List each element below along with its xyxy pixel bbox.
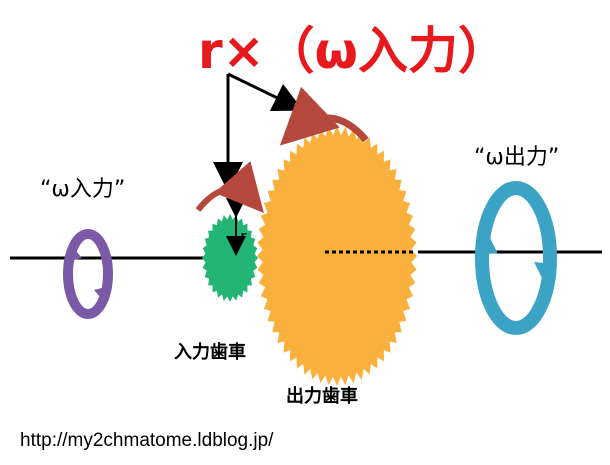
omega-out-label: “ω出力” xyxy=(474,145,559,170)
output-gear xyxy=(257,126,417,386)
source-url: http://my2chmatome.ldblog.jp/ xyxy=(20,430,274,451)
circular-arrow-icon xyxy=(63,229,113,319)
arrow-icon xyxy=(94,286,110,304)
arrow-icon xyxy=(66,244,82,262)
omega-in-rotation xyxy=(63,229,113,319)
radius-label: r xyxy=(240,227,247,246)
output-gear-label: 出力歯車 xyxy=(286,385,358,407)
circular-arrow-icon xyxy=(475,181,557,335)
arrow-icon xyxy=(534,262,554,286)
input-gear xyxy=(202,214,258,302)
omega-out-rotation xyxy=(475,181,557,335)
omega-in-label: “ω入力” xyxy=(40,177,125,202)
circular-arrow-icon xyxy=(279,86,369,146)
formula-title: r×（ω入力） xyxy=(198,22,508,80)
input-gear-label: 入力歯車 xyxy=(174,341,246,363)
arrow-icon xyxy=(478,230,498,254)
circular-arrow-icon xyxy=(195,161,264,214)
